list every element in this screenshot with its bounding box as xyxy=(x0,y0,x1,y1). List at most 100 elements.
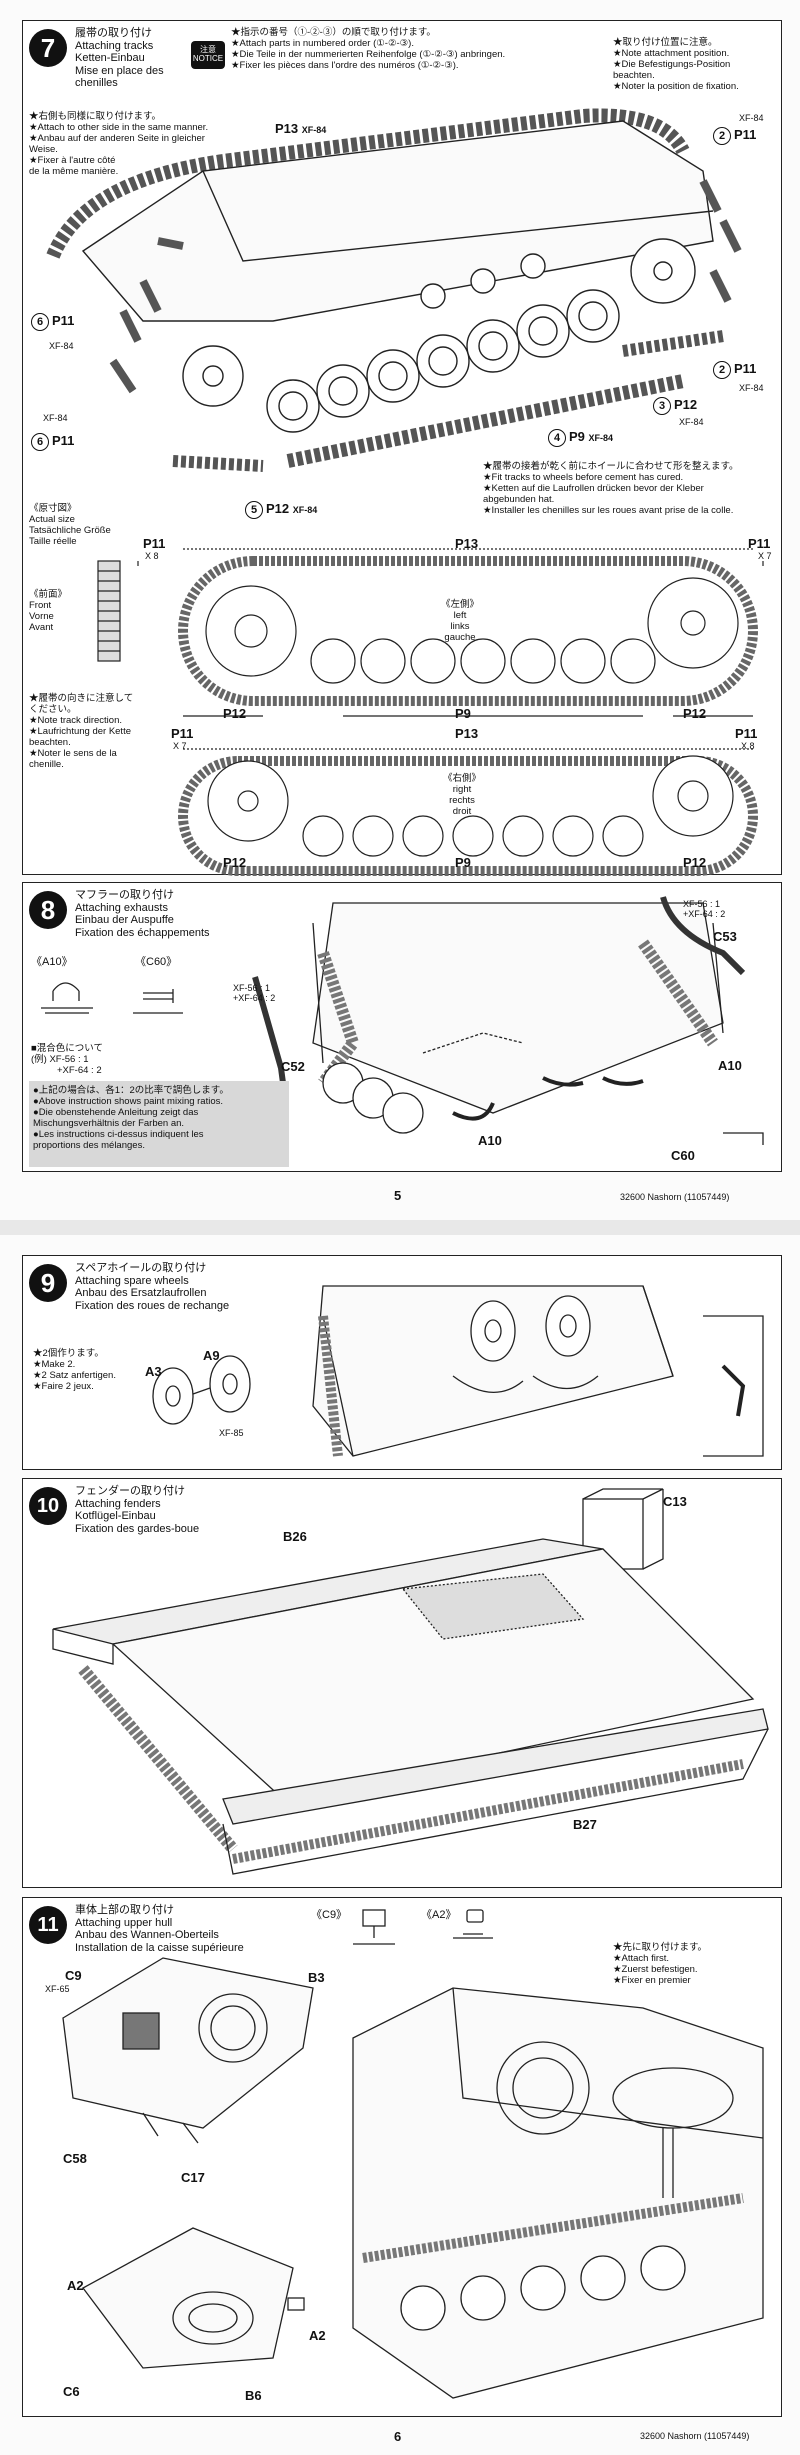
order-jp: ★指示の番号（①-②-③）の順で取り付けます。 xyxy=(231,27,436,38)
title-fr: Fixation des gardes-boue xyxy=(75,1522,200,1535)
title-en: Attaching exhausts xyxy=(75,901,168,914)
first-en: ★Attach first. xyxy=(613,1953,670,1964)
right-p13: P13 xyxy=(455,726,478,741)
page-5-footer: 32600 Nashorn (11057449) xyxy=(620,1192,730,1202)
p12-text: P12 xyxy=(223,706,247,721)
p12-text: P12 xyxy=(683,855,707,870)
right-p11-right: P11 xyxy=(735,726,757,741)
dir-fr: ★Noter le sens de la xyxy=(29,748,117,759)
size-jp: 《原寸図》 xyxy=(29,503,77,514)
notice-badge: 注意 NOTICE xyxy=(191,41,225,69)
mix1-jp: ●上記の場合は、各1：2の比率で調色します。 xyxy=(33,1085,229,1096)
cure-fr: ★Installer les chenilles sur les roues a… xyxy=(483,505,734,516)
c60-callout: 《C60》 xyxy=(135,956,178,968)
xf85-code: XF-85 xyxy=(219,1428,244,1438)
label-c58: C58 xyxy=(63,2151,87,2166)
circle-6: 6 xyxy=(31,313,49,331)
page-6-footer: 32600 Nashorn (11057449) xyxy=(640,2431,750,2441)
p13-text: P13 xyxy=(275,121,299,136)
label-xf65: XF-65 xyxy=(45,1984,70,1994)
right-p12b: P12 xyxy=(683,855,706,870)
left-p11: P11 xyxy=(143,536,165,551)
p12-text: P12 xyxy=(223,855,247,870)
dir-en: ★Note track direction. xyxy=(29,715,122,726)
title-jp: マフラーの取り付け xyxy=(75,889,174,901)
mix-ratio-note: ●上記の場合は、各1：2の比率で調色します。 ●Above instructio… xyxy=(33,1085,229,1151)
mix-jp: ■混合色について xyxy=(31,1043,103,1054)
track-layout-diagrams xyxy=(97,548,764,876)
first-jp: ★先に取り付けます。 xyxy=(613,1942,708,1953)
step-10-number: 10 xyxy=(29,1487,67,1525)
pos-fr: ★Noter la position de fixation. xyxy=(613,81,739,92)
xf84-p12: XF-84 xyxy=(679,417,704,427)
step-11-title: 車体上部の取り付け Attaching upper hull Anbau des… xyxy=(75,1904,244,1954)
step-10-title: フェンダーの取り付け Attaching fenders Kotflügel-E… xyxy=(75,1485,199,1535)
label-c6: C6 xyxy=(63,2384,80,2399)
xf84-right: XF-84 xyxy=(739,383,764,393)
front-fr: Avant xyxy=(29,622,54,633)
circle-5: 5 xyxy=(245,501,263,519)
left-p11-right: P11 xyxy=(748,536,770,551)
make-two-note: ★2個作ります。 ★Make 2. ★2 Satz anfertigen. ★F… xyxy=(33,1348,116,1392)
step-7-title: 履帯の取り付け Attaching tracks Ketten-Einbau M… xyxy=(75,27,164,90)
order-en: ★Attach parts in numbered order (①-②-③). xyxy=(231,38,414,49)
p12-text: P12 xyxy=(674,397,698,412)
size-fr: Taille réelle xyxy=(29,536,77,547)
paint-1: XF-56 : 1 xyxy=(233,983,271,993)
mix-note: ■混合色について (例) XF-56 : 1 +XF-64 : 2 xyxy=(31,1043,103,1076)
label-c53: C53 xyxy=(713,929,737,944)
title-de: Ketten-Einbau xyxy=(75,52,145,64)
left-x7: X 7 xyxy=(758,551,772,561)
order-fr: ★Fixer les pièces dans l'ordre des numér… xyxy=(231,60,459,71)
title-jp: 車体上部の取り付け xyxy=(75,1904,174,1916)
p12-text: P12 xyxy=(683,706,707,721)
other-fr-2: de la même manière. xyxy=(29,166,119,177)
step-8-number: 8 xyxy=(29,891,67,929)
paint-code-left: XF-56 : 1+XF-64 : 2 xyxy=(233,983,275,1003)
step-9-panel: 9 スペアホイールの取り付け Attaching spare wheels An… xyxy=(22,1255,782,1470)
p11-text: P11 xyxy=(734,361,757,376)
left-p12a: P12 xyxy=(223,706,246,721)
left-de: links xyxy=(450,621,470,632)
right-de: rechts xyxy=(449,795,475,806)
actual-size-label: 《原寸図》 Actual size Tatsächliche Größe Tai… xyxy=(29,503,111,547)
cure-en: ★Fit tracks to wheels before cement has … xyxy=(483,472,684,483)
right-x7: X 7 xyxy=(173,741,187,751)
title-fr: Installation de la caisse supérieure xyxy=(75,1941,244,1954)
right-side-label: 《右側》 right rechts droit xyxy=(443,773,481,817)
exhaust-drawing xyxy=(41,896,764,1145)
p11-text: P11 xyxy=(52,313,75,328)
other-side-note: ★右側も同様に取り付けます。 ★Attach to other side in … xyxy=(29,111,208,177)
p13-text: P13 xyxy=(455,536,479,551)
circle-2b: 2 xyxy=(713,361,731,379)
first-fr: ★Fixer en premier xyxy=(613,1975,691,1986)
title-de: Anbau des Wannen-Oberteils xyxy=(75,1929,219,1941)
p11-text: P11 xyxy=(748,536,771,551)
title-fr: Mise en place des xyxy=(75,64,164,77)
left-fr: gauche xyxy=(444,632,476,643)
label-p13: P13 XF-84 xyxy=(275,121,326,136)
p13-text: P13 xyxy=(455,726,479,741)
make-de: ★2 Satz anfertigen. xyxy=(33,1370,116,1381)
mix1-de-2: Mischungsverhältnis der Farben an. xyxy=(33,1118,185,1129)
left-p9: P9 xyxy=(455,706,471,721)
p11-text: P11 xyxy=(52,433,75,448)
xf84-top-right: XF-84 xyxy=(739,113,764,123)
front-jp: 《前面》 xyxy=(29,589,68,600)
xf84-p9: XF-84 xyxy=(588,433,614,443)
mix1-en: ●Above instruction shows paint mixing ra… xyxy=(33,1096,224,1107)
right-p12a: P12 xyxy=(223,855,246,870)
p11-text: P11 xyxy=(735,726,758,741)
front-en: Front xyxy=(29,600,52,611)
track-direction-note: ★履帯の向きに注意して ください。 ★Note track direction.… xyxy=(29,693,133,770)
title-de: Anbau des Ersatzlaufrollen xyxy=(75,1287,207,1299)
cure-de: ★Ketten auf die Laufrollen drücken bevor… xyxy=(483,483,704,494)
position-note: ★取り付け位置に注意。 ★Note attachment position. ★… xyxy=(613,37,739,92)
track-assembly-drawing xyxy=(46,108,742,472)
step-11-number: 11 xyxy=(29,1906,67,1944)
other-de-2: Weise. xyxy=(29,144,58,155)
